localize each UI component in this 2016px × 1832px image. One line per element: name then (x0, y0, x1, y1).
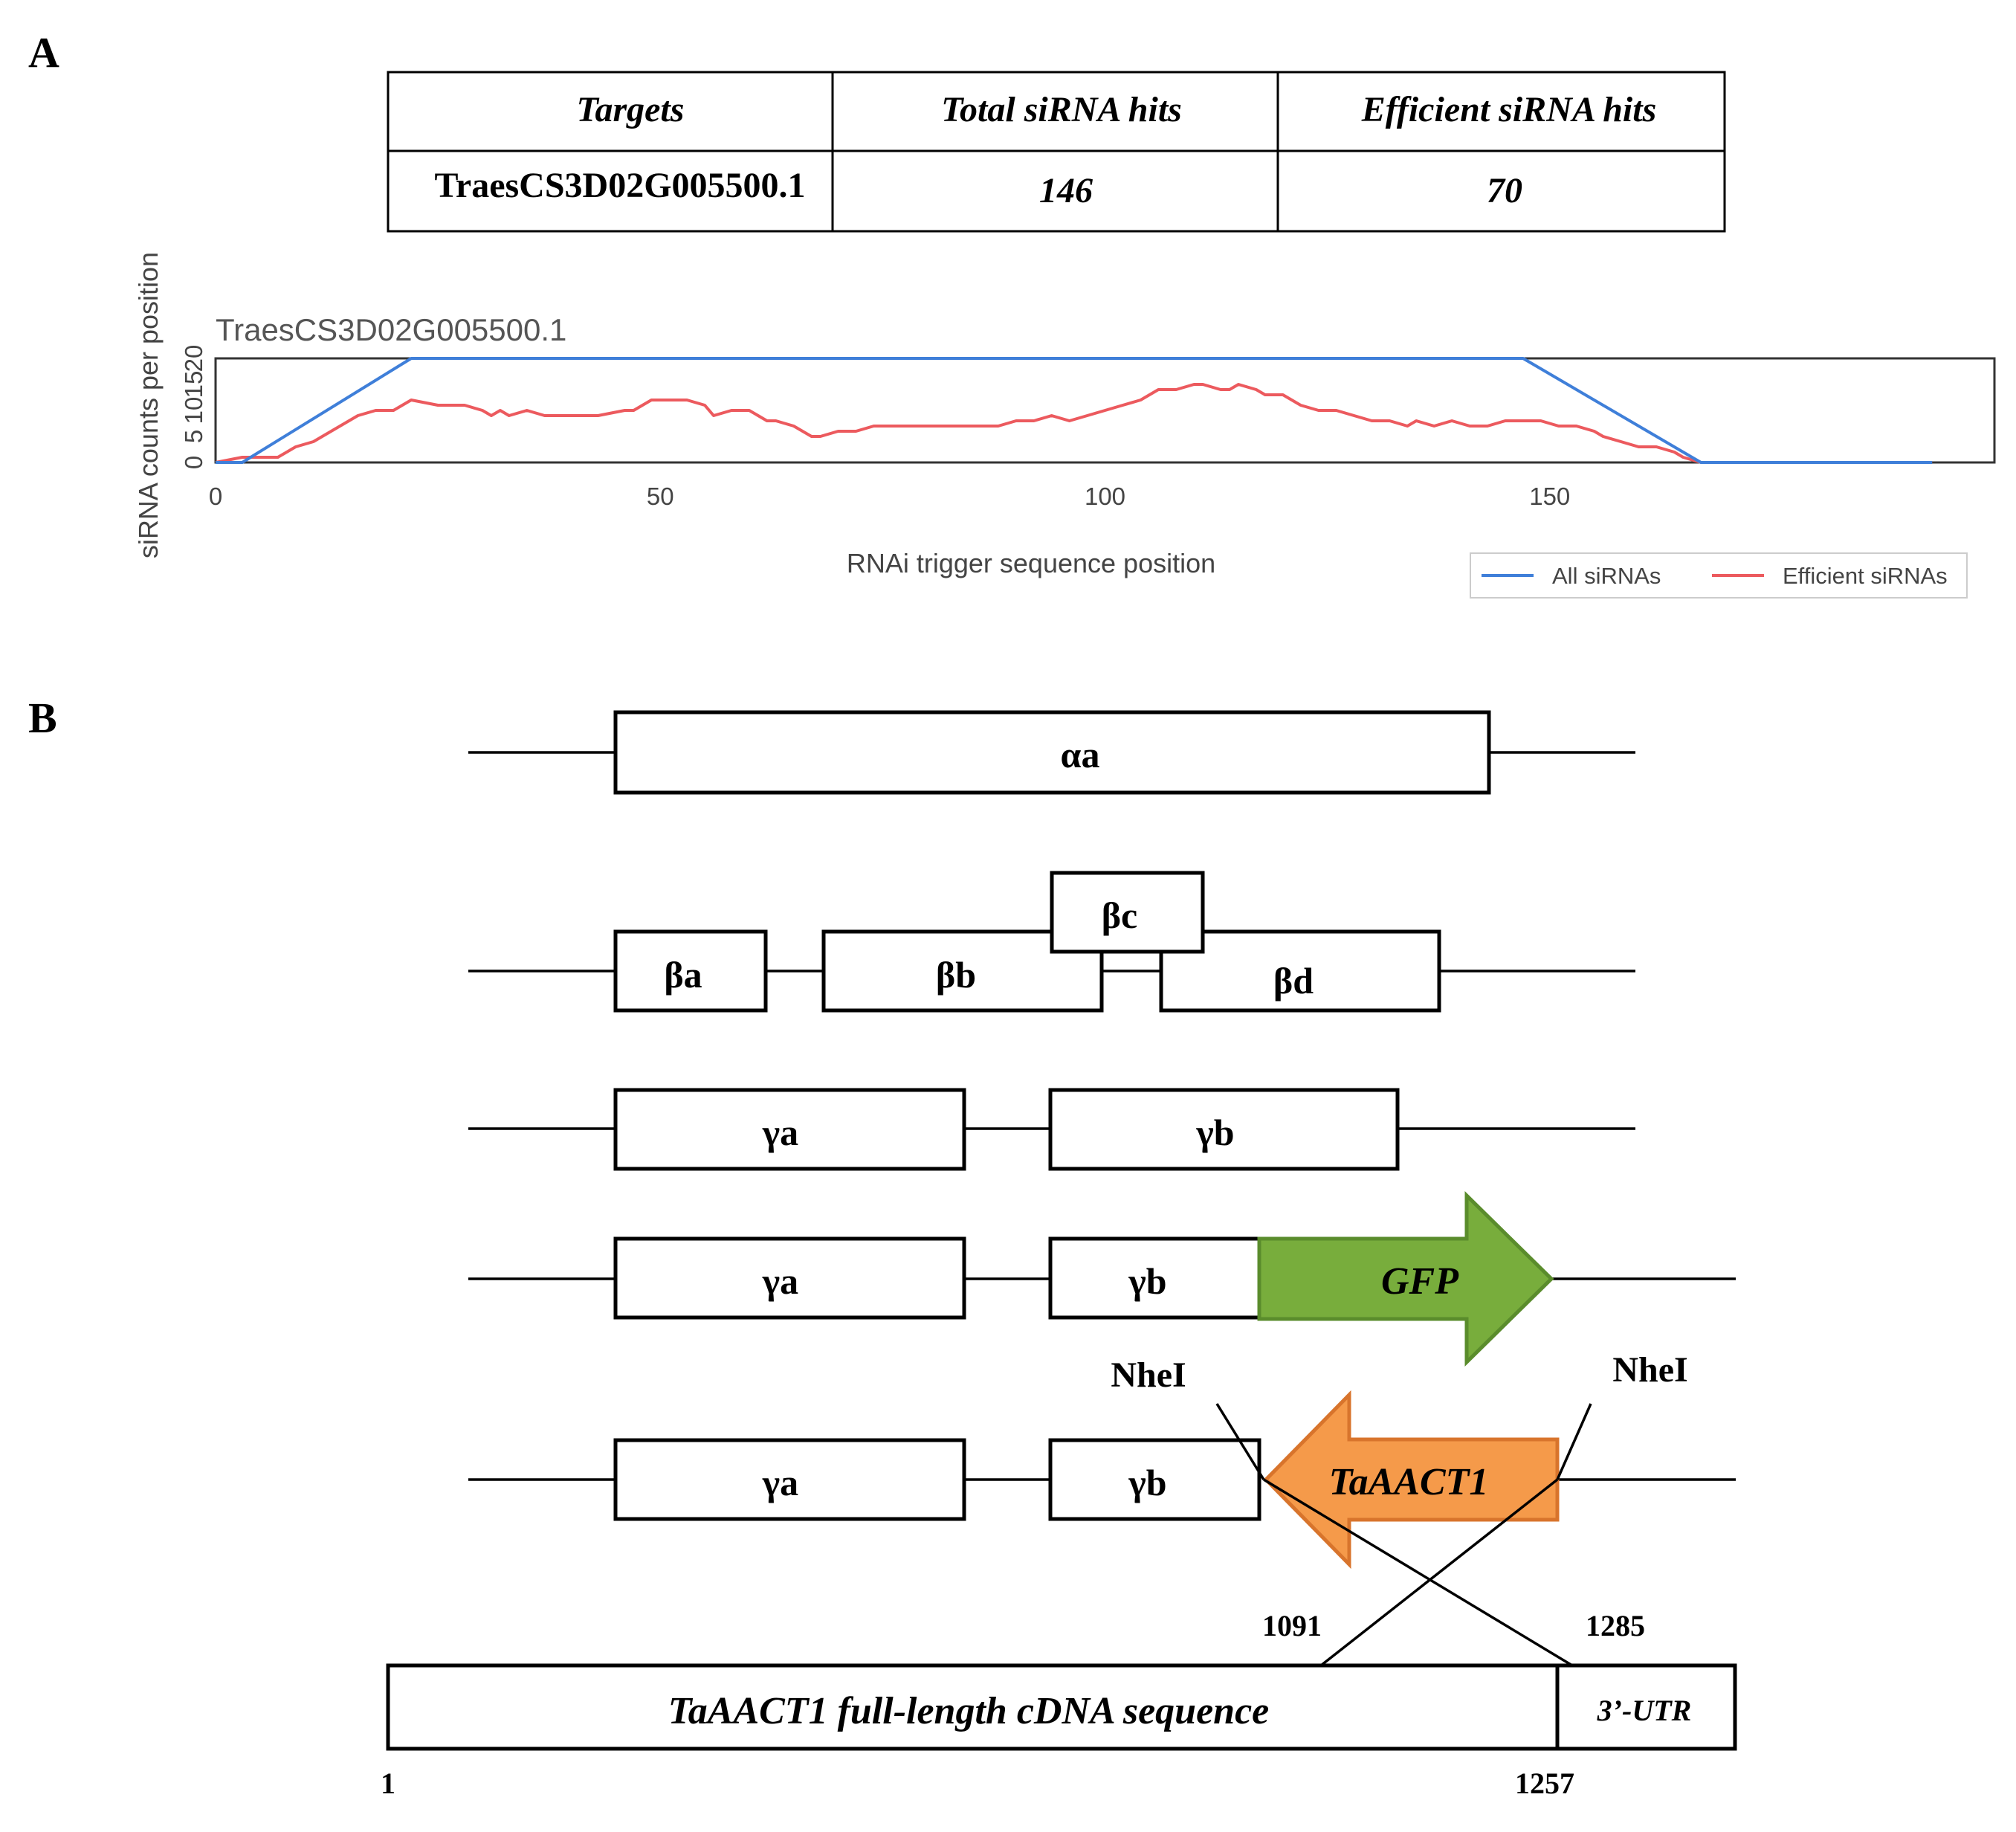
mapping-line-1285 (1263, 1478, 1573, 1667)
segment-gamma-b-box (1048, 1438, 1261, 1521)
position-1285-label: 1285 (1586, 1609, 1645, 1642)
nhei-right-pointer-line (1556, 1403, 1592, 1480)
segment-gamma-a-box (613, 1438, 966, 1521)
nhei-site-right-label: NheI (1612, 1350, 1687, 1390)
segment-gamma-b-label: γb (1128, 1260, 1166, 1302)
segment-gamma-b-label: γb (1128, 1462, 1166, 1503)
table-cell-efficient-hits: 70 (1487, 171, 1522, 210)
x-tick-label: 150 (1529, 483, 1570, 510)
taaact1-insert-label: TaAACT1 (1329, 1461, 1489, 1503)
segment-gamma-b-label: γb (1195, 1112, 1234, 1153)
series-line-all-sirnas (216, 357, 1933, 464)
segment-beta-d-label: βd (1273, 960, 1314, 1002)
segment-beta-c-label: βc (1102, 894, 1138, 936)
cdna-label: TaAACT1 full-length cDNA sequence (668, 1690, 1269, 1732)
chart-legend: All siRNAs Efficient siRNAs (1470, 552, 1968, 599)
chart-title: TraesCS3D02G005500.1 (216, 312, 566, 347)
position-1257-label: 1257 (1515, 1767, 1574, 1800)
y-tick-label: 0 (180, 456, 207, 469)
siRNA-summary-table: Targets Total siRNA hits Efficient siRNA… (387, 71, 1726, 233)
segment-gamma-a-box (613, 1236, 966, 1320)
y-tick-label: 10 (180, 397, 207, 425)
segment-beta-a-label: βa (664, 954, 702, 996)
rna-gamma-construct: γa γb (468, 1088, 1635, 1171)
taaact1-insert-arrow (1263, 1390, 1560, 1570)
series-line-efficient-sirnas (215, 383, 1933, 464)
table-header-efficient-hits: Efficient siRNA hits (1361, 90, 1657, 129)
legend-label-efficient-sirnas: Efficient siRNAs (1783, 563, 1948, 589)
gfp-label: GFP (1381, 1260, 1459, 1303)
segment-beta-b-label: βb (936, 954, 976, 996)
segment-alpha-a-label: αa (1061, 734, 1100, 775)
segment-gamma-a-label: γa (762, 1112, 798, 1153)
nhei-site-left-label: NheI (1111, 1355, 1186, 1395)
segment-gamma-a-box (613, 1088, 966, 1171)
taaact1-cdna-map: TaAACT1 full-length cDNA sequence 3’-UTR (386, 1663, 1737, 1751)
segment-gamma-b-box (1048, 1236, 1261, 1320)
panel-a-label: A (28, 28, 59, 77)
y-tick-label: 5 (180, 430, 207, 443)
y-tick-label: 15 (180, 371, 207, 399)
rna-gamma-gfp-construct: γa γb GFP (468, 1191, 1736, 1367)
gfp-arrow (1257, 1191, 1554, 1367)
position-1-label: 1 (381, 1767, 395, 1800)
rna-alpha-construct: αa (468, 710, 1635, 795)
table-cell-target-id: TraesCS3D02G005500.1 (434, 166, 805, 205)
x-tick-label: 50 (647, 483, 674, 510)
nhei-left-pointer-line (1215, 1403, 1265, 1480)
y-tick-label: 20 (180, 345, 207, 372)
x-tick-label: 100 (1085, 483, 1125, 510)
segment-gamma-a-label: γa (762, 1462, 798, 1503)
rna-gamma-taaact1-construct: γa γb TaAACT1 (468, 1390, 1736, 1570)
mapping-line-1091 (1319, 1478, 1559, 1667)
table-header-total-hits: Total siRNA hits (941, 90, 1182, 129)
x-axis-title: RNAi trigger sequence position (847, 548, 1215, 578)
segment-beta-c-box (1050, 871, 1205, 954)
position-1091-label: 1091 (1262, 1609, 1322, 1642)
segment-gamma-a-label: γa (762, 1260, 798, 1302)
panel-b-label: B (28, 694, 57, 742)
series-lines (215, 357, 1933, 464)
y-axis-title: siRNA counts per position (133, 252, 164, 558)
segment-beta-a-box (613, 929, 768, 1013)
x-axis-ticks: 0 50 100 150 (209, 483, 1570, 510)
segment-beta-d-box (1159, 929, 1441, 1013)
legend-label-all-sirnas: All siRNAs (1552, 563, 1661, 589)
x-tick-label: 0 (209, 483, 222, 510)
table-cell-total-hits: 146 (1039, 171, 1093, 210)
rna-beta-construct: βa βb βd βc (468, 871, 1635, 1013)
cdna-box (386, 1663, 1737, 1751)
table-header-targets: Targets (577, 90, 685, 129)
nhei-mapping-lines (1215, 1403, 1592, 1667)
segment-gamma-b-box (1048, 1088, 1400, 1171)
utr-label: 3’-UTR (1597, 1694, 1692, 1727)
segment-alpha-a-box (613, 710, 1491, 795)
